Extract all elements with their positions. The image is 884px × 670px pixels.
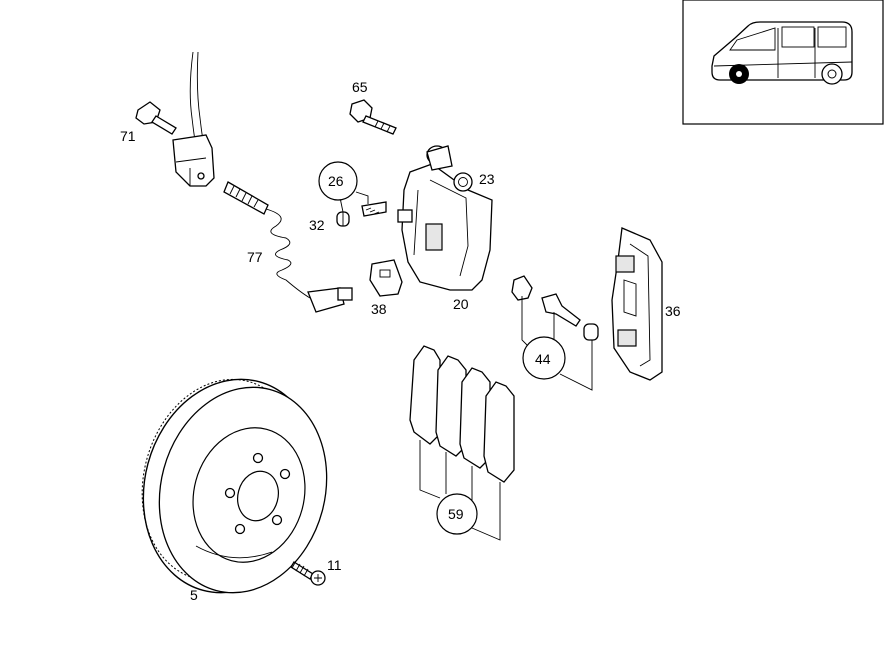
label-circle-26 [318,161,358,201]
van-side-view-icon [711,21,853,85]
sensor-bolt [135,101,177,135]
disc-screw [290,560,326,586]
label-26: 26 [328,173,344,189]
label-circle-59 [436,493,478,535]
label-44: 44 [535,351,551,367]
bleed-cap [453,172,473,192]
brake-caliper [397,145,493,291]
label-circle-44 [522,336,566,380]
caliper-carrier [611,227,663,381]
label-65: 65 [352,79,368,95]
label-20: 20 [453,296,469,312]
part-number-labels: 5 11 20 23 26 32 36 38 44 59 65 71 77 [120,79,681,603]
label-38: 38 [371,301,387,317]
label-59: 59 [448,506,464,522]
label-36: 36 [665,303,681,319]
brake-pad-set [409,345,515,541]
caliper-bolt [349,99,397,135]
brake-disc [141,378,328,594]
bleed-screw-set [336,191,387,227]
wear-sensor-cable [172,51,353,313]
label-5: 5 [190,587,198,603]
label-23: 23 [479,171,495,187]
label-32: 32 [309,217,325,233]
label-71: 71 [120,128,136,144]
label-77: 77 [247,249,263,265]
guide-bolt-set [511,275,599,391]
vehicle-inset [682,0,884,125]
label-11: 11 [327,557,342,573]
circled-labels [318,161,566,535]
anti-rattle-plate [369,259,403,297]
